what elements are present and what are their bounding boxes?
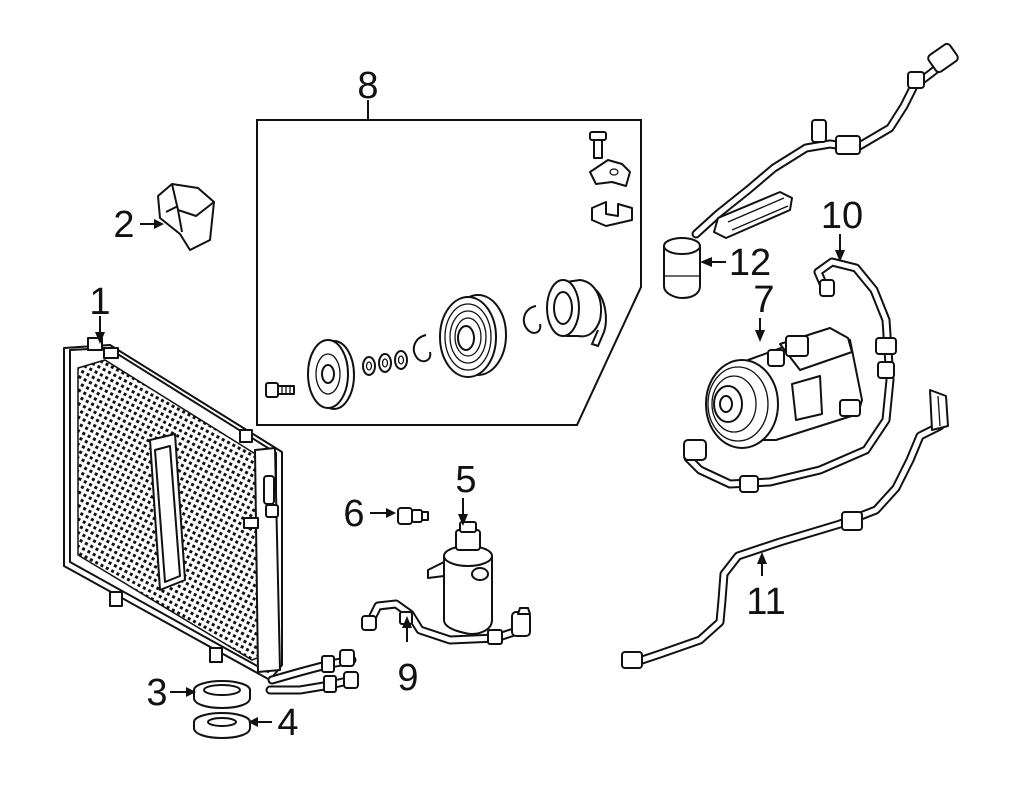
- liquid-line: [361, 599, 531, 645]
- clutch-pulley: [439, 294, 507, 378]
- discharge-hose: [683, 257, 897, 493]
- clutch-bolt: [265, 382, 295, 398]
- mount-bracket: [157, 183, 215, 251]
- clutch-shims: [362, 350, 408, 376]
- receiver-drier: [427, 521, 493, 635]
- pressure-switch: [397, 507, 429, 525]
- callout-6: 6: [343, 493, 364, 535]
- insulator-4: [193, 712, 251, 739]
- callout-11: 11: [746, 581, 785, 623]
- snap-ring-2: [522, 305, 542, 334]
- callout-9: 9: [397, 657, 418, 699]
- callout-8: 8: [357, 65, 378, 107]
- suction-pipe: [621, 389, 949, 669]
- clutch-hub-plate: [307, 339, 355, 410]
- callout-10: 10: [821, 195, 863, 237]
- callout-12: 12: [729, 242, 771, 284]
- condenser: [63, 337, 283, 681]
- callout-3: 3: [146, 672, 167, 714]
- callout-1: 1: [89, 281, 110, 323]
- insulator-3: [193, 680, 251, 709]
- ac-compressor: [705, 327, 863, 449]
- kit-frame: [256, 119, 642, 426]
- suction-hose: [691, 42, 959, 239]
- condenser-pipes: [265, 649, 359, 695]
- kit-hardware: [589, 131, 633, 227]
- hose-muffler: [663, 237, 701, 299]
- callout-2: 2: [113, 204, 134, 246]
- callout-7: 7: [753, 279, 774, 321]
- callout-labels: 8 1 2 3 4 5 6 7 9 10 11 12: [89, 65, 863, 744]
- leader-lines: [95, 100, 845, 727]
- callout-5: 5: [455, 459, 476, 501]
- snap-ring-1: [412, 334, 432, 363]
- clutch-coil: [546, 279, 607, 348]
- callout-4: 4: [277, 702, 298, 744]
- compressor-clutch-kit: [256, 119, 642, 426]
